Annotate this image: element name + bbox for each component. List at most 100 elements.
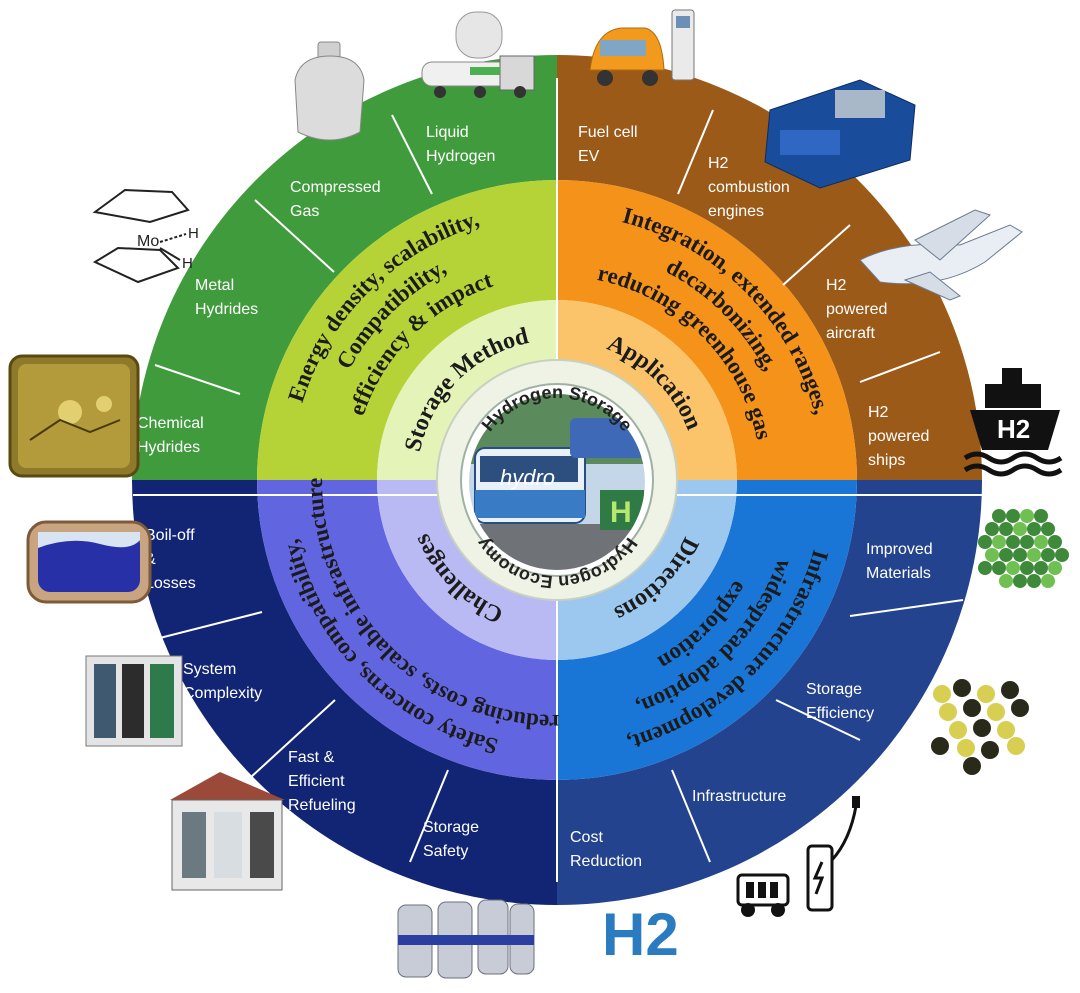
- nano-sphere: [1006, 535, 1020, 549]
- bead: [987, 703, 1005, 721]
- nano-sphere: [1020, 509, 1034, 523]
- storage-outer-sector: [132, 55, 557, 480]
- nano-sphere: [1020, 561, 1034, 575]
- nano-sphere: [978, 535, 992, 549]
- nano-sphere: [1027, 522, 1041, 536]
- nano-sphere: [985, 548, 999, 562]
- bead: [963, 757, 981, 775]
- nano-sphere: [999, 574, 1013, 588]
- bead: [957, 739, 975, 757]
- nano-sphere: [1027, 548, 1041, 562]
- chemical-hydride-plaque-icon: [8, 354, 140, 478]
- nano-sphere: [1006, 561, 1020, 575]
- storage-inner-sector: [377, 300, 557, 480]
- middle-ring: [257, 180, 857, 780]
- nano-sphere: [999, 522, 1013, 536]
- liquid-hydrogen-tank-icon: [294, 41, 365, 141]
- bead: [963, 699, 981, 717]
- nano-sphere: [1041, 548, 1055, 562]
- system-cabinet-icon: [85, 655, 183, 747]
- charging-station-icon: [736, 796, 860, 917]
- svg-text:H: H: [610, 496, 632, 529]
- molecule-mo-label: Mo: [137, 233, 159, 250]
- combustion-engine-icon: [764, 79, 916, 189]
- bead: [1001, 681, 1019, 699]
- nano-sphere: [992, 535, 1006, 549]
- nano-sphere: [1034, 535, 1048, 549]
- ship-h2-label: H2: [997, 414, 1030, 444]
- outer-ring: [132, 55, 982, 905]
- nano-sphere: [1027, 574, 1041, 588]
- bead: [977, 685, 995, 703]
- bead: [933, 685, 951, 703]
- storage-middle-sector: [257, 180, 557, 480]
- h2-logo-text: H2: [602, 901, 679, 968]
- nano-sphere: [1048, 561, 1062, 575]
- gas-cylinders-icon: [397, 899, 535, 979]
- aircraft-icon: [859, 209, 1023, 301]
- tanker-truck-icon: [421, 11, 535, 98]
- directions-item-3: Infrastructure: [692, 788, 786, 805]
- nano-sphere: [1006, 509, 1020, 523]
- directions-outer-sector: [557, 480, 982, 905]
- nano-sphere: [1013, 574, 1027, 588]
- bead: [973, 719, 991, 737]
- inner-ring: [377, 300, 737, 660]
- ship-icon: H2: [963, 368, 1063, 477]
- bus-photo: hydro H: [469, 394, 645, 570]
- nano-sphere: [999, 548, 1013, 562]
- h2-logo-icon: H2: [602, 901, 679, 968]
- bead: [1011, 699, 1029, 717]
- nano-sphere: [985, 522, 999, 536]
- application-inner-sector: [557, 300, 737, 480]
- bead: [939, 703, 957, 721]
- bus-text: hydro: [500, 465, 555, 490]
- nano-sphere: [978, 561, 992, 575]
- nano-sphere: [992, 561, 1006, 575]
- nano-sphere: [1020, 535, 1034, 549]
- challenges-middle-sector: [257, 480, 557, 780]
- nano-sphere: [1041, 522, 1055, 536]
- nano-sphere: [1034, 561, 1048, 575]
- directions-middle-sector: [557, 480, 857, 780]
- bead: [931, 737, 949, 755]
- bead: [949, 721, 967, 739]
- molecule-h-label-2: H: [182, 255, 193, 272]
- molecule-h-label-1: H: [188, 225, 199, 242]
- challenges-inner-sector: [377, 480, 557, 660]
- challenges-outer-sector: [132, 480, 557, 905]
- nano-sphere: [1048, 535, 1062, 549]
- nanomaterial-cluster-icon: [978, 509, 1069, 588]
- nano-sphere: [1013, 548, 1027, 562]
- application-outer-sector: [557, 55, 982, 480]
- application-middle-sector: [557, 180, 857, 480]
- bead: [1007, 737, 1025, 755]
- refueling-station-icon: [170, 772, 285, 891]
- storage-beads-icon: [931, 679, 1029, 775]
- bead: [997, 721, 1015, 739]
- boil-off-tank-icon: [26, 520, 152, 604]
- fuel-cell-car-icon: [589, 9, 695, 86]
- metal-hydride-molecule-icon: Mo H H: [92, 188, 199, 284]
- bead: [981, 741, 999, 759]
- nano-sphere: [1013, 522, 1027, 536]
- nano-sphere: [1041, 574, 1055, 588]
- bead: [953, 679, 971, 697]
